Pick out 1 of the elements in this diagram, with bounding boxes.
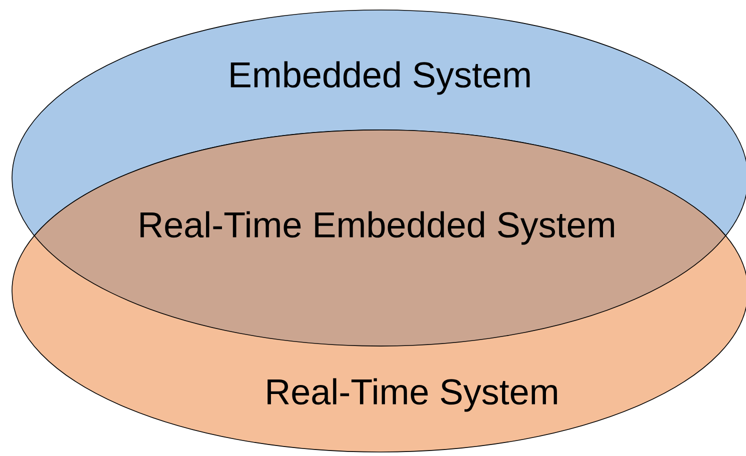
overlap-region: Real-Time Embedded System — [34, 130, 726, 346]
